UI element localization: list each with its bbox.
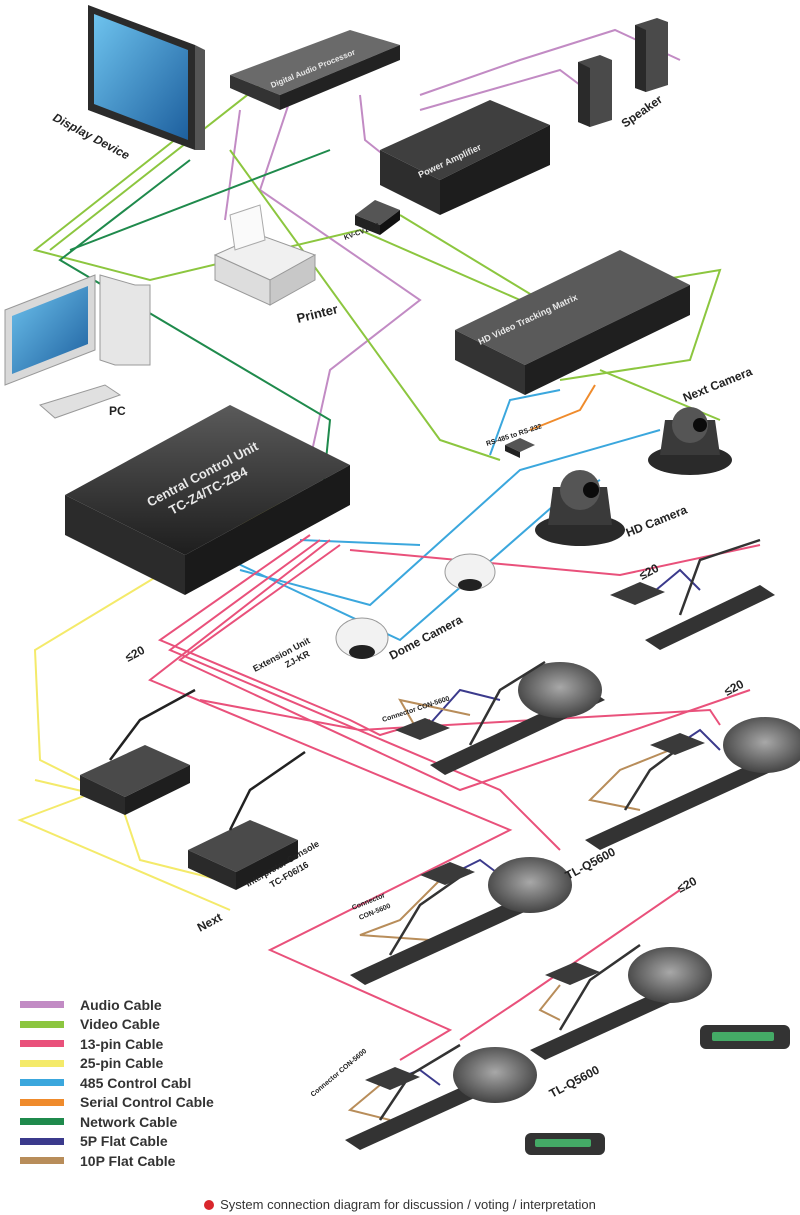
digital-audio-processor: [230, 30, 400, 110]
legend-swatch: [20, 1040, 64, 1048]
dome-camera-label: Dome Camera: [387, 612, 465, 662]
legend-swatch: [20, 1079, 64, 1087]
25pin-cables: [17, 489, 301, 911]
speaker-icon: [578, 18, 668, 127]
legend-label: Video Cable: [80, 1016, 160, 1033]
red-dot-icon: [204, 1200, 215, 1210]
central-control-unit: [65, 405, 350, 595]
legend-row: Serial Control Cable: [20, 1093, 280, 1113]
legend-row: Video Cable: [20, 1015, 280, 1035]
limit-label-4: ≤20: [675, 874, 699, 896]
printer-label: Printer: [295, 301, 339, 326]
connector-label-a: Connector CON-5600: [381, 695, 450, 723]
display-device: [88, 5, 205, 150]
legend-row: 485 Control Cabl: [20, 1073, 280, 1093]
next-label: Next: [195, 910, 225, 935]
dome-camera-icon: [335, 553, 496, 659]
legend-swatch: [20, 1001, 64, 1009]
caption-text: System connection diagram for discussion…: [220, 1197, 596, 1212]
legend-row: Network Cable: [20, 1112, 280, 1132]
tl-label-b: TL-Q5600: [547, 1062, 602, 1100]
connector-label-c: Connector CON-5600: [310, 1048, 369, 1099]
serial-cables: [529, 384, 596, 431]
legend-label: Network Cable: [80, 1113, 178, 1130]
legend-row: Audio Cable: [20, 995, 280, 1015]
interpreter-console: [80, 688, 306, 890]
legend-swatch: [20, 1157, 64, 1165]
legend-label: 5P Flat Cable: [80, 1133, 168, 1150]
converter-box: [355, 200, 400, 235]
next-camera-label: Next Camera: [681, 364, 755, 405]
legend-swatch: [20, 1137, 64, 1145]
legend-swatch: [20, 1118, 64, 1126]
legend-label: Audio Cable: [80, 996, 162, 1013]
hd-video-tracking-matrix: [455, 250, 690, 395]
conference-unit: [345, 538, 800, 1150]
power-amplifier: [380, 100, 550, 215]
tl-label-a: TL-Q5600: [563, 844, 618, 882]
legend-label: Serial Control Cable: [80, 1094, 214, 1111]
legend-label: 25-pin Cable: [80, 1055, 164, 1072]
hd-camera-label: HD Camera: [624, 502, 690, 539]
legend-row: 13-pin Cable: [20, 1034, 280, 1054]
legend-row: 10P Flat Cable: [20, 1151, 280, 1171]
limit-label-1: ≤20: [123, 643, 147, 665]
hd-camera-icon: [535, 470, 625, 546]
pc-label: PC: [109, 404, 126, 418]
legend-row: 5P Flat Cable: [20, 1132, 280, 1152]
next-camera-icon: [648, 407, 732, 475]
legend-swatch: [20, 1059, 64, 1067]
voting-keypad: [525, 1025, 790, 1155]
limit-label-2: ≤20: [637, 561, 661, 583]
diagram-caption: System connection diagram for discussion…: [0, 1197, 800, 1212]
legend-label: 10P Flat Cable: [80, 1152, 176, 1169]
legend-label: 13-pin Cable: [80, 1035, 164, 1052]
legend-row: 25-pin Cable: [20, 1054, 280, 1074]
legend-swatch: [20, 1098, 64, 1106]
pc-icon: [4, 274, 151, 419]
rs485-converter: [505, 438, 535, 458]
speaker-label: Speaker: [619, 92, 666, 130]
printer-icon: [213, 204, 317, 306]
legend-swatch: [20, 1020, 64, 1028]
legend-label: 485 Control Cabl: [80, 1074, 192, 1091]
limit-label-3: ≤20: [722, 677, 746, 699]
